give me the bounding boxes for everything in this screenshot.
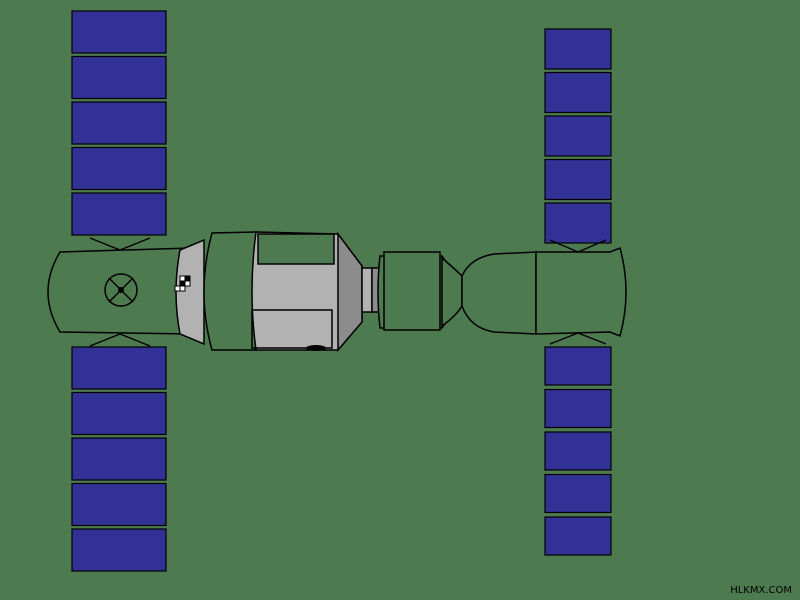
- truss-left-lower: [89, 333, 151, 347]
- solar-array-right-upper: [544, 28, 612, 244]
- solar-panel-right-lower-4: [544, 473, 612, 514]
- solar-panel-left-upper-5: [71, 192, 167, 236]
- solar-panel-left-lower-5: [71, 528, 167, 572]
- solar-panel-left-lower-1: [71, 346, 167, 390]
- descent-module-band: [383, 251, 441, 331]
- service-module-flare: [461, 251, 537, 335]
- orbital-module: [47, 238, 205, 346]
- solar-panel-right-upper-5: [544, 202, 612, 244]
- central-module: [203, 231, 363, 353]
- solar-panel-right-upper-3: [544, 115, 612, 157]
- solar-panel-right-lower-2: [544, 388, 612, 429]
- solar-array-left-lower: [71, 346, 167, 572]
- grid-hatch-icon: [174, 275, 191, 292]
- solar-panel-right-lower-1: [544, 346, 612, 386]
- watermark: HLKMX.COM: [730, 585, 792, 596]
- solar-panel-left-upper-3: [71, 101, 167, 145]
- solar-panel-left-lower-3: [71, 437, 167, 481]
- descent-module: [377, 251, 463, 331]
- docking-target-icon: [104, 273, 138, 307]
- solar-panel-right-upper-2: [544, 71, 612, 114]
- solar-panel-left-lower-2: [71, 391, 167, 436]
- solar-panel-right-lower-3: [544, 431, 612, 471]
- central-bottom-port: [306, 345, 326, 351]
- solar-array-right-lower: [544, 346, 612, 556]
- solar-panel-right-upper-1: [544, 28, 612, 70]
- orbital-module-adapter: [175, 238, 205, 346]
- service-module-body: [535, 246, 627, 338]
- solar-panel-right-upper-4: [544, 158, 612, 201]
- solar-panel-left-upper-2: [71, 55, 167, 100]
- solar-panel-left-lower-4: [71, 482, 167, 527]
- central-green-section: [203, 231, 257, 351]
- solar-panel-left-upper-4: [71, 146, 167, 191]
- solar-panel-left-upper-1: [71, 10, 167, 54]
- service-module: [461, 246, 627, 338]
- central-lower-panel: [251, 309, 333, 349]
- central-upper-window: [257, 233, 335, 265]
- solar-panel-right-lower-5: [544, 516, 612, 556]
- solar-array-left-upper: [71, 10, 167, 236]
- central-cone: [337, 231, 363, 353]
